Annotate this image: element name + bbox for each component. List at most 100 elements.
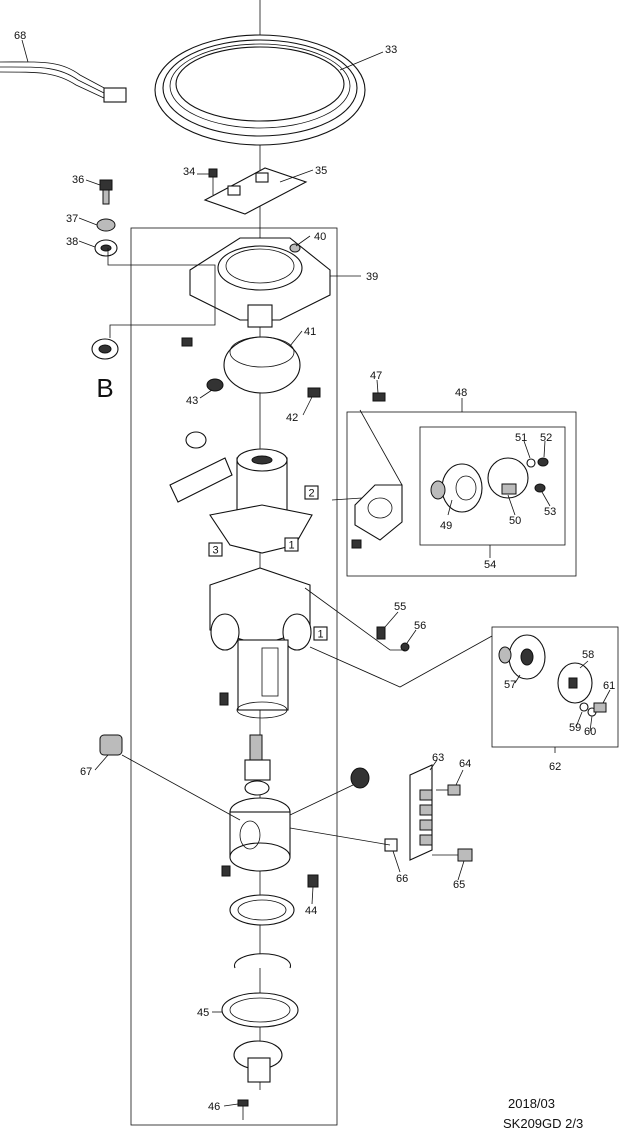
part-47-setscrew <box>372 392 386 402</box>
label-43: 43 <box>186 395 198 407</box>
core-screw <box>221 865 231 877</box>
group-48-frame <box>346 411 577 577</box>
ref-b-bearing <box>91 338 119 360</box>
label-61: 61 <box>603 680 615 692</box>
part-42-setscrew <box>307 387 321 398</box>
part-number-labels: 68 33 34 35 36 37 38 40 39 41 43 42 47 4… <box>14 30 615 1113</box>
label-62: 62 <box>549 761 561 773</box>
part-53-screw <box>534 483 546 493</box>
ref-b-leader <box>107 248 216 338</box>
label-35: 35 <box>315 165 327 177</box>
footer-date: 2018/03 <box>508 1096 555 1111</box>
lower-bearing-ring <box>229 894 295 926</box>
part-65-screw <box>432 848 473 862</box>
footer-model: SK209GD 2/3 <box>503 1116 583 1131</box>
part-34-screw <box>208 168 218 195</box>
part-36-screw <box>99 179 113 205</box>
part-48-screw <box>351 539 362 549</box>
turret-upper-assembly <box>169 431 313 554</box>
label-39: 39 <box>366 271 378 283</box>
part-52-screw <box>537 457 549 467</box>
label-42: 42 <box>286 412 298 424</box>
leader-lines <box>21 39 611 1107</box>
turret-body <box>209 567 312 719</box>
label-56: 56 <box>414 620 426 632</box>
part-43-nut <box>206 378 224 392</box>
part-67-setscrew <box>99 734 123 756</box>
part-58-disc <box>557 662 593 704</box>
part-56-ball <box>400 642 410 652</box>
label-60: 60 <box>584 726 596 738</box>
label-59: 59 <box>569 722 581 734</box>
svg-text:1: 1 <box>288 540 294 552</box>
svg-text:2: 2 <box>308 488 314 500</box>
base-plate <box>233 1040 283 1083</box>
part-49-gear <box>430 463 483 513</box>
part-61-screw <box>593 702 607 713</box>
label-55: 55 <box>394 601 406 613</box>
label-46: 46 <box>208 1101 220 1113</box>
label-34: 34 <box>183 166 195 178</box>
label-57: 57 <box>504 679 516 691</box>
part-66-pin <box>384 838 398 852</box>
callout-box-2: 2 <box>304 485 319 500</box>
lower-shaft <box>244 734 271 796</box>
part-46-screw <box>237 1099 249 1120</box>
part-48-bracket <box>354 484 403 541</box>
label-67: 67 <box>80 766 92 778</box>
label-36: 36 <box>72 174 84 186</box>
label-41: 41 <box>304 326 316 338</box>
label-48: 48 <box>455 387 467 399</box>
label-52: 52 <box>540 432 552 444</box>
label-54: 54 <box>484 559 496 571</box>
part-35-board <box>203 167 308 215</box>
turret-body-screw <box>219 692 229 706</box>
callout-box-1a: 1 <box>284 537 299 552</box>
part-57-shaft <box>498 634 546 680</box>
part-33-ring <box>154 34 366 146</box>
label-66: 66 <box>396 873 408 885</box>
retaining-ring <box>233 953 292 969</box>
label-38: 38 <box>66 236 78 248</box>
label-44: 44 <box>305 905 317 917</box>
lower-turret-core <box>229 797 291 872</box>
core-nut <box>350 767 370 789</box>
part-55-setscrew <box>376 626 386 640</box>
part-38-bearing <box>94 239 118 257</box>
callout-box-3: 3 <box>208 542 223 557</box>
label-58: 58 <box>582 649 594 661</box>
part-64-screw <box>436 784 461 796</box>
part-51-washer <box>526 458 536 468</box>
part-37-washer <box>96 218 116 232</box>
part-63-rack <box>409 764 433 861</box>
part-44-setscrew <box>307 874 319 888</box>
part-50-cam <box>487 457 529 499</box>
label-63: 63 <box>432 752 444 764</box>
ref-b-label: B <box>96 373 113 403</box>
group-54-frame <box>419 426 566 546</box>
svg-text:1: 1 <box>317 629 323 641</box>
part-41-collar <box>223 336 301 394</box>
label-33: 33 <box>385 44 397 56</box>
label-45: 45 <box>197 1007 209 1019</box>
part-39-housing <box>189 237 331 328</box>
label-64: 64 <box>459 758 471 770</box>
label-50: 50 <box>509 515 521 527</box>
label-53: 53 <box>544 506 556 518</box>
label-68: 68 <box>14 30 26 42</box>
label-51: 51 <box>515 432 527 444</box>
label-65: 65 <box>453 879 465 891</box>
main-assembly-frame <box>130 227 338 1126</box>
svg-text:3: 3 <box>212 545 218 557</box>
label-47: 47 <box>370 370 382 382</box>
part-40-seat <box>289 243 301 253</box>
part-45-ring <box>221 992 299 1028</box>
label-37: 37 <box>66 213 78 225</box>
part-39-screw <box>181 337 193 347</box>
part-59-washer <box>579 702 589 712</box>
label-49: 49 <box>440 520 452 532</box>
part-68-cable <box>0 61 127 103</box>
label-40: 40 <box>314 231 326 243</box>
callout-box-1b: 1 <box>313 626 328 641</box>
